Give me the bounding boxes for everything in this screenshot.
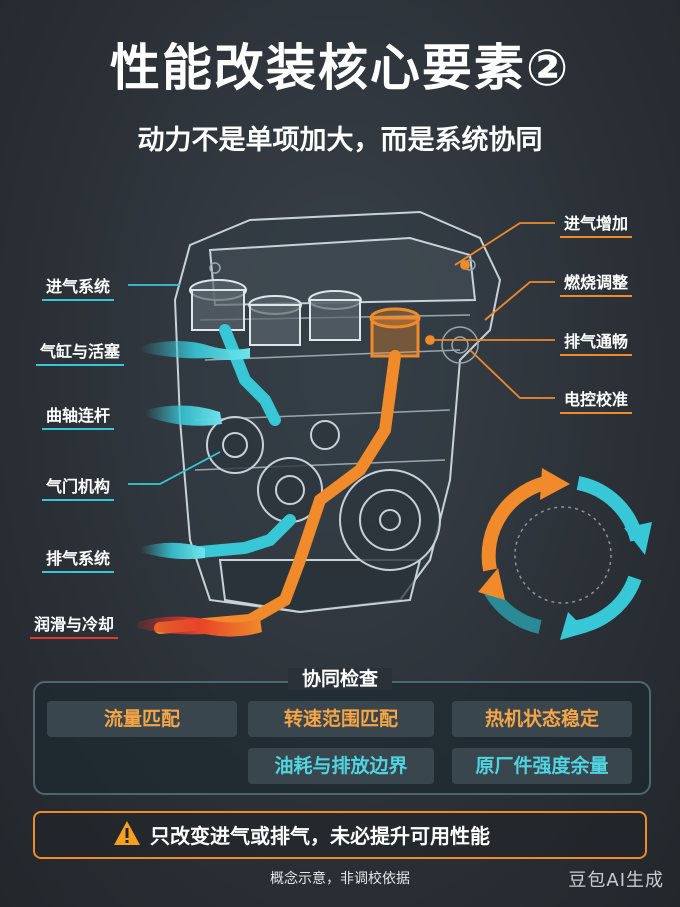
label-ecu-calibration: 电控校准 <box>560 386 633 414</box>
label-crankshaft-rod: 曲轴连杆 <box>42 402 115 430</box>
flame-cylinder <box>140 341 250 360</box>
highlight-piston <box>369 307 421 358</box>
cycle-arrows-icon <box>478 468 652 640</box>
warning-icon <box>114 821 140 845</box>
brand-watermark: 豆包AI生成 <box>568 870 664 891</box>
label-combustion-adjust: 燃烧调整 <box>560 269 633 297</box>
orange-rod <box>154 350 401 634</box>
flame-crank <box>145 405 222 426</box>
label-intake-increase: 进气增加 <box>560 210 633 238</box>
label-cylinder-piston: 气缸与活塞 <box>36 338 125 366</box>
label-valve-train: 气门机构 <box>42 473 115 501</box>
footnote: 概念示意，非调校依据 <box>270 871 410 887</box>
label-lube-cooling: 润滑与冷却 <box>30 611 119 639</box>
label-exhaust-system: 排气系统 <box>42 545 115 573</box>
warning-banner <box>33 811 647 859</box>
label-exhaust-flow: 排气通畅 <box>560 328 633 356</box>
check-item-flow-match: 流量匹配 <box>47 701 237 737</box>
check-title: 协同检查 <box>0 664 680 691</box>
label-intake-system: 进气系统 <box>42 273 115 301</box>
page-title: 性能改装核心要素② <box>109 39 571 97</box>
pistons <box>189 279 362 346</box>
warning-text: 只改变进气或排气，未必提升可用性能 <box>150 824 490 848</box>
page-subtitle: 动力不是单项加大，而是系统协同 <box>137 125 543 156</box>
pulley <box>339 469 441 571</box>
check-item-thermal-stable: 热机状态稳定 <box>452 701 632 737</box>
flame-lube <box>138 616 262 637</box>
check-item-oem-strength: 原厂件强度余量 <box>452 748 632 784</box>
check-item-rpm-match: 转速范围匹配 <box>248 701 434 737</box>
check-item-fuel-emission: 油耗与排放边界 <box>248 748 434 784</box>
flame-exhaust <box>140 542 205 560</box>
cyan-rod-2 <box>194 514 296 558</box>
